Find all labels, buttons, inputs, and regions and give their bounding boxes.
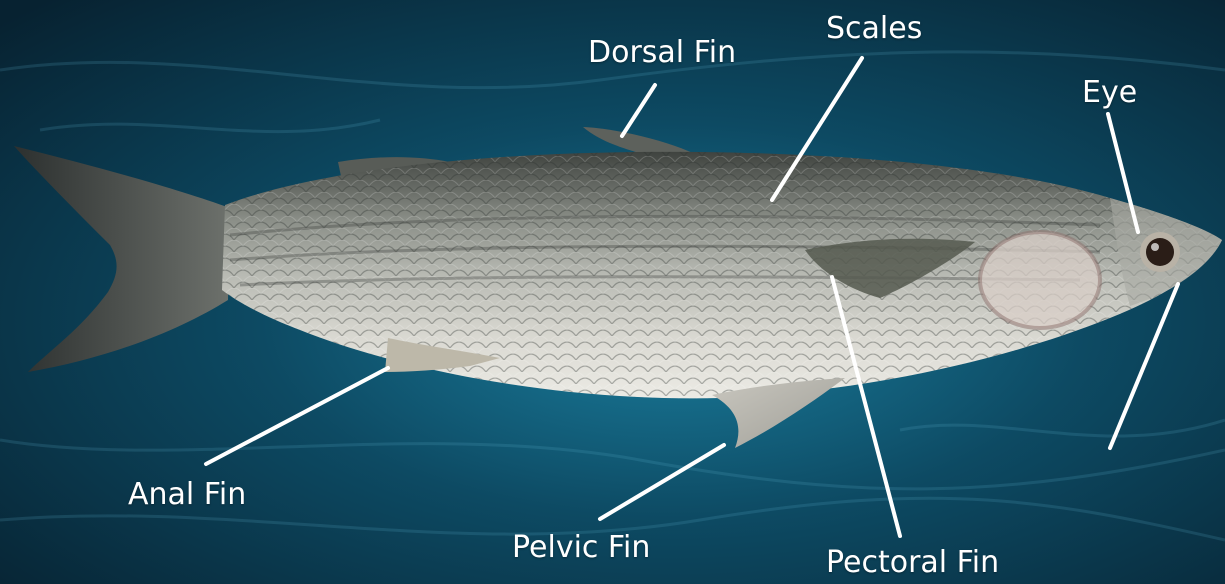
- scales-label: Scales: [826, 14, 922, 44]
- eye-highlight: [1151, 243, 1159, 251]
- pelvic-fin-label: Pelvic Fin: [512, 533, 650, 563]
- eye-shape: [1146, 238, 1174, 266]
- dorsal-fin-label: Dorsal Fin: [588, 38, 736, 68]
- pectoral-fin-label: Pectoral Fin: [826, 548, 999, 578]
- anal-fin-label: Anal Fin: [128, 480, 246, 510]
- eye-label: Eye: [1082, 78, 1137, 108]
